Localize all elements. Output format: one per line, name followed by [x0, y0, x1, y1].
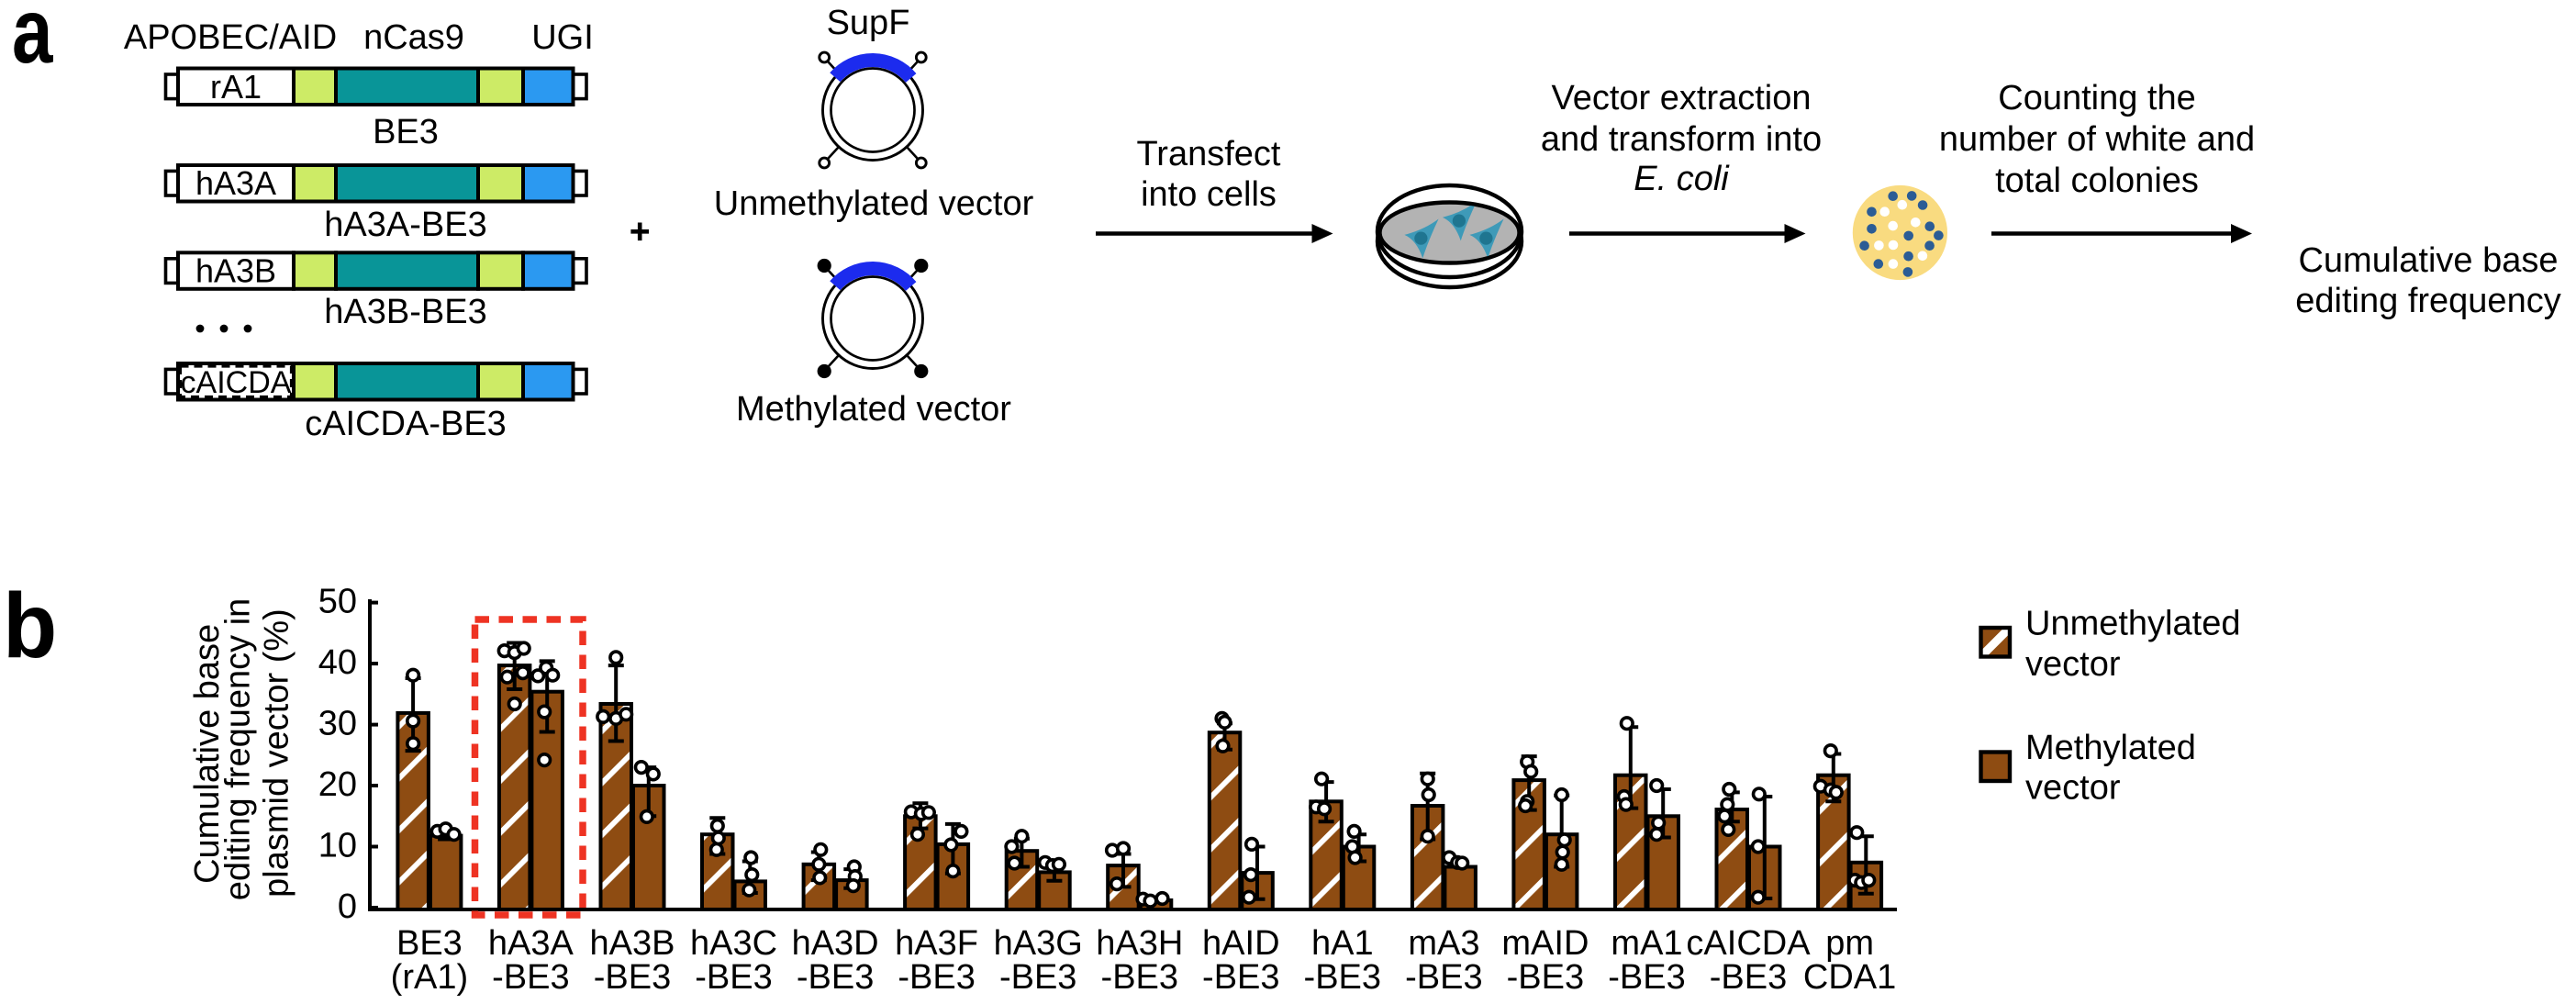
svg-text:cAICDA-BE3: cAICDA-BE3	[305, 405, 507, 443]
svg-text:SupF: SupF	[827, 4, 910, 42]
svg-text:50: 50	[318, 583, 357, 621]
svg-text:number of white and: number of white and	[1939, 120, 2255, 159]
svg-text:-BE3: -BE3	[1101, 958, 1178, 997]
svg-text:hAID: hAID	[1202, 924, 1279, 963]
svg-text:20: 20	[318, 765, 357, 804]
svg-text:-BE3: -BE3	[1405, 958, 1482, 997]
svg-text:CDA1: CDA1	[1803, 958, 1896, 997]
svg-text:-BE3: -BE3	[999, 958, 1076, 997]
svg-text:-BE3: -BE3	[492, 958, 569, 997]
svg-text:BE3: BE3	[396, 924, 463, 963]
svg-text:vector: vector	[2025, 645, 2121, 684]
svg-text:hA3B: hA3B	[195, 252, 276, 290]
svg-text:30: 30	[318, 705, 357, 743]
svg-text:b: b	[3, 575, 57, 677]
svg-text:Counting the: Counting the	[1998, 79, 2196, 117]
svg-text:pm: pm	[1825, 924, 1874, 963]
svg-text:hA1: hA1	[1311, 924, 1374, 963]
svg-text:hA3G: hA3G	[994, 924, 1083, 963]
svg-text:Vector extraction: Vector extraction	[1551, 79, 1811, 117]
svg-text:editing frequency in: editing frequency in	[219, 598, 258, 901]
svg-text:cAICDA: cAICDA	[181, 365, 292, 400]
svg-text:0: 0	[338, 887, 357, 926]
svg-text:-BE3: -BE3	[898, 958, 975, 997]
svg-text:mA3: mA3	[1408, 924, 1479, 963]
svg-text:APOBEC/AID: APOBEC/AID	[124, 18, 337, 57]
svg-text:cAICDA: cAICDA	[1686, 924, 1811, 963]
svg-text:-BE3: -BE3	[1304, 958, 1381, 997]
svg-text:-BE3: -BE3	[1507, 958, 1584, 997]
svg-text:mA1: mA1	[1611, 924, 1682, 963]
svg-text:hA3C: hA3C	[690, 924, 777, 963]
svg-text:E. coli: E. coli	[1634, 160, 1730, 198]
svg-text:-BE3: -BE3	[1608, 958, 1685, 997]
svg-text:editing frequency: editing frequency	[2295, 282, 2560, 320]
svg-text:total colonies: total colonies	[1995, 162, 2199, 200]
svg-text:-BE3: -BE3	[594, 958, 671, 997]
svg-text:nCas9: nCas9	[363, 18, 464, 57]
svg-text:BE3: BE3	[373, 113, 439, 151]
svg-text:hA3H: hA3H	[1096, 924, 1183, 963]
svg-text:Cumulative base: Cumulative base	[2298, 241, 2558, 280]
svg-text:hA3A: hA3A	[488, 924, 574, 963]
svg-text:hA3A: hA3A	[195, 164, 276, 202]
svg-text:hA3F: hA3F	[895, 924, 978, 963]
svg-text:-BE3: -BE3	[1202, 958, 1279, 997]
svg-text:-BE3: -BE3	[1710, 958, 1787, 997]
svg-text:mAID: mAID	[1501, 924, 1589, 963]
svg-text:-BE3: -BE3	[797, 958, 874, 997]
svg-text:hA3B-BE3: hA3B-BE3	[324, 293, 486, 331]
svg-text:into cells: into cells	[1141, 175, 1277, 214]
svg-text:UGI: UGI	[531, 18, 594, 57]
svg-text:(rA1): (rA1)	[391, 958, 468, 997]
svg-text:-BE3: -BE3	[695, 958, 772, 997]
svg-text:hA3A-BE3: hA3A-BE3	[324, 206, 486, 244]
svg-text:plasmid vector (%): plasmid vector (%)	[258, 608, 296, 898]
svg-text:rA1: rA1	[210, 68, 262, 106]
svg-text:Transfect: Transfect	[1137, 135, 1281, 173]
svg-text:10: 10	[318, 827, 357, 865]
svg-text:40: 40	[318, 643, 357, 682]
svg-text:Methylated: Methylated	[2025, 729, 2196, 767]
svg-text:Unmethylated vector: Unmethylated vector	[714, 184, 1034, 223]
svg-text:Unmethylated: Unmethylated	[2025, 605, 2240, 643]
svg-text:a: a	[12, 0, 53, 83]
svg-text:Methylated vector: Methylated vector	[736, 390, 1011, 429]
svg-text:hA3B: hA3B	[590, 924, 675, 963]
svg-text:hA3D: hA3D	[792, 924, 879, 963]
svg-text:vector: vector	[2025, 769, 2121, 808]
svg-text:and transform into: and transform into	[1541, 120, 1822, 159]
svg-text:Cumulative base: Cumulative base	[188, 624, 227, 884]
